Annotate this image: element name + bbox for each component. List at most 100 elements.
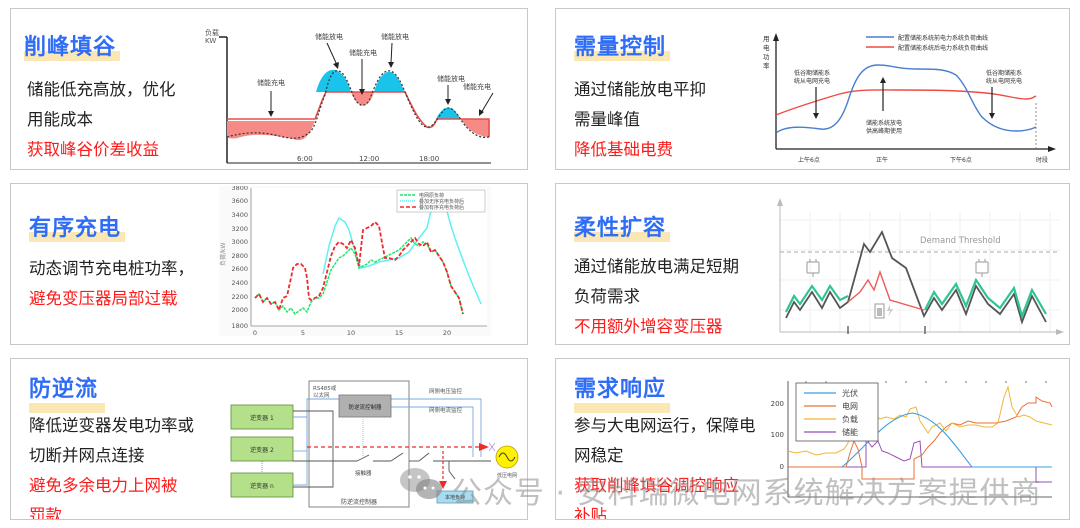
svg-text:2800: 2800	[231, 252, 248, 260]
x-tick: 下午6点	[950, 156, 972, 164]
legend-label: 电网原负荷	[419, 192, 444, 199]
inverter-label: 逆变器 2	[250, 446, 274, 454]
svg-text:0: 0	[253, 329, 257, 336]
voltage-monitor-label: 网侧电压监控	[429, 387, 463, 395]
charger-icon	[975, 259, 989, 277]
legend-label: 储能	[842, 427, 858, 437]
x-tick: 12:00	[359, 155, 379, 163]
card-title: 需求响应	[574, 377, 667, 402]
desc-line: 通过储能放电平抑	[574, 80, 706, 99]
legend-label: 电网	[842, 401, 858, 411]
desc-highlight: 补贴	[574, 506, 607, 520]
y-tick: 0	[780, 463, 784, 471]
label-charge: 储能充电	[257, 78, 285, 87]
anti-backflow-diagram: 逆变器 1 逆变器 2 逆变器 n RS485或 以太网 防逆流控制器 网侧电压…	[230, 380, 519, 508]
card-ordered-charging: 有序充电 动态调节充电桩功率， 避免变压器局部过载 3800 3600 3400…	[10, 183, 528, 345]
local-load-label: 本地负荷	[445, 494, 465, 501]
card-title-wrap: 削峰填谷	[24, 29, 120, 61]
battery-icon	[874, 303, 893, 319]
controller-label: 防逆流控制器	[348, 403, 382, 411]
title-highlight	[29, 232, 125, 242]
demand-response-chart: 200 100 0 光伏 电网 负载 储能	[771, 381, 1053, 498]
title-highlight	[574, 232, 670, 242]
annotation: 低谷期储能系	[794, 69, 830, 77]
watermark: 公众号 · 安科瑞微电网系统解决方案提供商	[452, 476, 1042, 511]
title-highlight	[574, 51, 670, 61]
desc-line: 降低逆变器发电功率或	[29, 416, 194, 435]
svg-text:2400: 2400	[231, 279, 248, 287]
desc-line: 动态调节充电桩功率，	[29, 259, 194, 278]
controller-box	[308, 380, 410, 508]
card-description: 降低逆变器发电功率或 切断并网点连接 避免多余电力上网被 罚款	[29, 411, 194, 520]
card-description: 参与大电网运行，保障电 网稳定 获取削峰填谷调控响应 补贴	[574, 411, 756, 520]
title-highlight	[24, 51, 120, 61]
current-monitor-label: 网侧电流监控	[429, 406, 463, 414]
inverter-n	[230, 472, 294, 498]
svg-text:2200: 2200	[231, 293, 248, 301]
card-anti-backflow: 防逆流 降低逆变器发电功率或 切断并网点连接 避免多余电力上网被 罚款 逆变器 …	[10, 358, 528, 520]
x-tick: 18:00	[419, 155, 439, 163]
inverter-2	[230, 436, 294, 462]
title-highlight	[574, 403, 670, 413]
x-ticks: 0 5 10 15 20	[253, 329, 451, 336]
x-tick: 时段	[1036, 156, 1048, 164]
card-peak-shaving: 削峰填谷 储能低充高放，优化 用能成本 获取峰谷价差收益 负载 KW 储能充电 …	[10, 8, 528, 170]
svg-text:3000: 3000	[231, 238, 248, 246]
y-axis-char: 率	[763, 61, 770, 70]
annotation: 储能系统放电	[866, 119, 902, 127]
svg-text:1800: 1800	[231, 322, 248, 330]
label-discharge: 储能放电	[315, 32, 343, 41]
title-highlight	[29, 403, 105, 413]
flexible-expansion-chart: Demand Threshold	[777, 198, 1064, 335]
legend-label: 负载	[842, 414, 858, 424]
card-description: 通过储能放电满足短期 负荷需求 不用额外增容变压器	[574, 252, 739, 342]
card-title: 有序充电	[29, 216, 122, 241]
y-axis-char: 用	[763, 35, 770, 43]
card-description: 动态调节充电桩功率， 避免变压器局部过载	[29, 254, 194, 314]
svg-text:3800: 3800	[231, 186, 248, 192]
desc-line: 储能低充高放，优化	[27, 80, 176, 99]
label-discharge: 储能放电	[437, 74, 465, 83]
inverter-label: 逆变器 1	[250, 414, 274, 422]
x-tick: 正午	[876, 156, 888, 164]
x-tick: 上午6点	[798, 156, 820, 164]
card-title: 防逆流	[29, 377, 99, 402]
card-description: 储能低充高放，优化 用能成本 获取峰谷价差收益	[27, 75, 176, 165]
wechat-icon	[400, 468, 442, 499]
card-title: 削峰填谷	[24, 35, 117, 60]
label-discharge: 储能放电	[381, 32, 409, 41]
annotation: 低谷期储能系	[986, 69, 1022, 77]
desc-line: 切断并网点连接	[29, 446, 145, 465]
desc-highlight: 降低基础电费	[574, 140, 673, 159]
desc-line: 参与大电网运行，保障电	[574, 416, 756, 435]
local-load	[436, 490, 474, 504]
anti-backflow-controller	[338, 394, 392, 418]
desc-highlight: 获取峰谷价差收益	[27, 140, 159, 159]
y-tick: 100	[771, 431, 784, 439]
desc-highlight: 避免变压器局部过载	[29, 289, 178, 308]
y-axis-label: 负荷/kW	[219, 243, 227, 266]
threshold-label: Demand Threshold	[920, 236, 1001, 246]
y-axis-unit: KW	[205, 37, 216, 45]
card-title-wrap: 需求响应	[574, 371, 670, 413]
legend-label: 光伏	[842, 388, 858, 398]
legend-label: 配置储能系统前电力系统负荷曲线	[898, 34, 988, 42]
svg-text:2600: 2600	[231, 265, 248, 273]
y-axis-label: 负载	[205, 28, 219, 37]
demand-control-chart: 用 电 功 率 配置储能系统前电力系统负荷曲线 配置储能系统后电力系统负荷曲线 …	[763, 33, 1056, 164]
desc-line: 需量峰值	[574, 110, 640, 129]
legend-label: 配置储能系统后电力系统负荷曲线	[898, 44, 988, 52]
desc-line: 网稳定	[574, 446, 624, 465]
controller-box-label: 防逆流控制器	[341, 498, 377, 506]
y-tick: 200	[771, 400, 784, 408]
svg-text:3200: 3200	[231, 225, 248, 233]
svg-text:2000: 2000	[231, 306, 248, 314]
y-ticks: 3800 3600 3400 3200 3000 2800 2600 2400 …	[231, 186, 248, 330]
comm-label: RS485或	[313, 384, 337, 392]
annotation: 供高峰期使用	[866, 127, 902, 135]
peak-valley-chart: 负载 KW 储能充电 储能放电 储能充电 储能放电 储能放电 储能充电 6:00…	[205, 28, 494, 164]
card-title-wrap: 柔性扩容	[574, 210, 670, 242]
svg-text:15: 15	[395, 329, 403, 336]
desc-highlight: 罚款	[29, 506, 62, 520]
card-title-wrap: 有序充电	[29, 210, 125, 242]
